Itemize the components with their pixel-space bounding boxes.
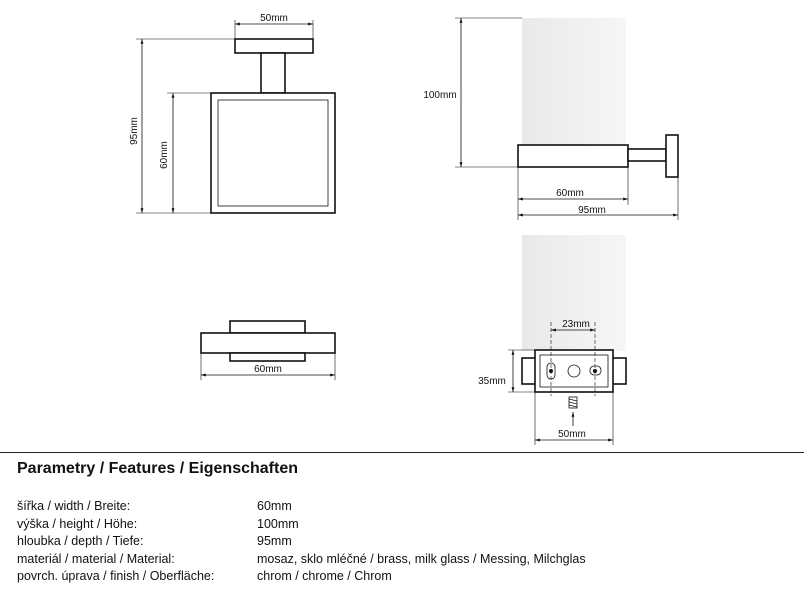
dim-mount-width: 50mm <box>558 429 586 440</box>
spec-value: 100mm <box>257 516 299 531</box>
dim-front-frame-height: 60mm <box>159 141 170 169</box>
spec-value: 60mm <box>257 499 292 513</box>
top-frame <box>200 332 336 354</box>
specs-table: šířka / width / Breite: 60mm výška / hei… <box>17 498 586 586</box>
mount-right-slot <box>589 365 602 376</box>
side-view: 100mm 60mm 95mm <box>423 17 679 220</box>
mount-center-hole <box>567 364 581 378</box>
spec-row: šířka / width / Breite: 60mm <box>17 498 586 516</box>
section-title: Parametry / Features / Eigenschaften <box>17 460 298 477</box>
dim-mount-height: 35mm <box>478 376 506 387</box>
spec-row: povrch. úprava / finish / Oberfläche: ch… <box>17 568 586 586</box>
mount-glass <box>522 235 626 351</box>
top-view: 60mm <box>200 320 336 380</box>
mount-view: 23mm 35mm 50mm <box>478 235 627 445</box>
section-divider <box>0 452 804 453</box>
mount-plate-inner <box>539 354 609 388</box>
front-mount-plate <box>234 38 314 54</box>
top-bottom-plate <box>229 352 306 362</box>
front-stem <box>260 52 286 94</box>
spec-row: hloubka / depth / Tiefe: 95mm <box>17 533 586 551</box>
spec-value: chrom / chrome / Chrom <box>257 569 392 583</box>
screw-icon <box>568 396 578 426</box>
dim-front-width: 50mm <box>260 13 288 24</box>
mount-left-tab <box>521 357 537 385</box>
spec-label: materiál / material / Material: <box>17 551 175 566</box>
spec-label: hloubka / depth / Tiefe: <box>17 534 144 548</box>
dim-side-glass-height: 100mm <box>423 90 456 101</box>
dim-mount-hole-spacing: 23mm <box>562 319 590 330</box>
dim-top-width: 60mm <box>254 364 282 375</box>
top-mount-plate <box>229 320 306 334</box>
side-frame <box>517 144 629 168</box>
spec-label: povrch. úprava / finish / Oberfläche: <box>17 569 215 583</box>
spec-label: šířka / width / Breite: <box>17 499 131 513</box>
spec-row: materiál / material / Material: mosaz, s… <box>17 551 586 569</box>
spec-label: výška / height / Höhe: <box>17 516 138 531</box>
front-view: 50mm 95mm 60mm <box>129 13 336 214</box>
side-stem <box>627 148 667 162</box>
front-frame-inner <box>217 99 329 207</box>
dim-front-total-height: 95mm <box>129 117 140 145</box>
mount-right-tab <box>611 357 627 385</box>
side-wall-plate <box>665 134 679 178</box>
front-frame-outer <box>210 92 336 214</box>
dim-side-total-depth: 95mm <box>578 205 606 216</box>
spec-row: výška / height / Höhe: 100mm <box>17 516 586 534</box>
dim-side-frame-depth: 60mm <box>556 188 584 199</box>
spec-value: 95mm <box>257 534 292 548</box>
spec-value: mosaz, sklo mléčné / brass, milk glass /… <box>257 551 586 566</box>
side-glass <box>522 18 626 164</box>
technical-drawing: 50mm 95mm 60mm 100mm 60mm 95mm <box>129 13 679 445</box>
mount-plate-outer <box>534 349 614 393</box>
